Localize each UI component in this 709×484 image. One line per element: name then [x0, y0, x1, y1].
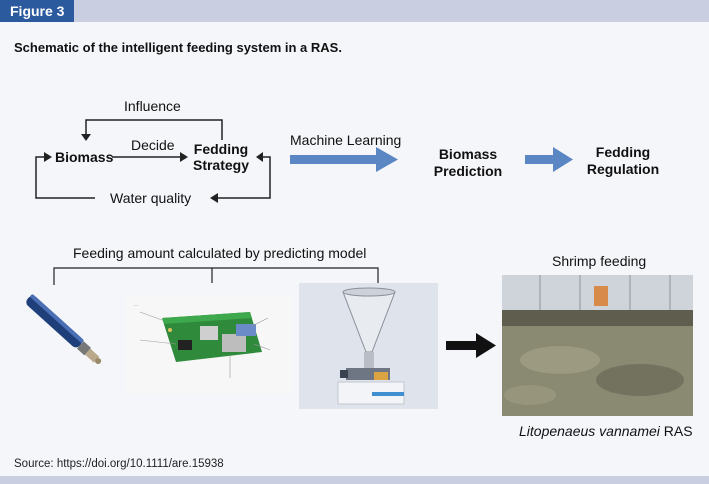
raspberry-pi-image: .... [126, 296, 292, 394]
devices-bracket [53, 267, 379, 285]
feeding-regulation-node: Fedding Regulation [582, 144, 664, 178]
machine-learning-arrow-head [376, 147, 398, 172]
biomass-prediction-node: Biomass Prediction [430, 146, 506, 180]
footer-bar [0, 476, 709, 484]
figure-label: Figure 3 [0, 0, 75, 22]
feeding-strategy-node: Fedding Strategy [190, 141, 252, 173]
to-shrimp-arrow-head [476, 333, 496, 358]
feeding-regulation-line-2: Regulation [586, 161, 660, 177]
influence-arrowhead [81, 134, 91, 141]
decide-arrowhead [180, 152, 188, 162]
machine-learning-label: Machine Learning [290, 132, 402, 148]
strategy-right-arrowhead [256, 152, 263, 162]
source-line: Source: https://doi.org/10.1111/are.1593… [14, 458, 224, 470]
shrimp-feeding-label: Shrimp feeding [552, 253, 647, 269]
photo-caption-suffix: RAS [659, 423, 693, 439]
feeding-strategy-line-2: Strategy [192, 157, 250, 173]
feeder-image [299, 283, 438, 409]
decide-label: Decide [131, 137, 175, 153]
feeding-strategy-line-1: Fedding [193, 141, 249, 157]
biomass-node: Biomass [55, 149, 114, 165]
feeding-regulation-line-1: Fedding [595, 144, 651, 160]
influence-label: Influence [124, 98, 181, 114]
biomass-prediction-line-2: Prediction [433, 163, 503, 179]
photo-caption: Litopenaeus vannamei RAS [519, 423, 693, 439]
machine-learning-arrow-shaft [290, 155, 376, 164]
water-quality-label: Water quality [110, 190, 192, 206]
figure-caption: Schematic of the intelligent feeding sys… [14, 40, 342, 55]
biomass-prediction-line-1: Biomass [438, 146, 498, 162]
shrimp-tank-photo [502, 275, 693, 416]
header-bar [0, 0, 709, 22]
influence-loop-arrow [85, 119, 223, 140]
to-shrimp-arrow-shaft [446, 341, 476, 350]
regulation-arrow-shaft [525, 155, 553, 164]
regulation-arrow-head [553, 147, 573, 172]
water-quality-right-loop [218, 156, 271, 199]
feeding-amount-label: Feeding amount calculated by predicting … [73, 245, 367, 261]
svg-text:....: .... [134, 302, 138, 307]
water-quality-left-loop [35, 156, 95, 199]
species-name: Litopenaeus vannamei [519, 423, 660, 439]
biomass-left-arrowhead [44, 152, 52, 162]
water-quality-arrowhead [210, 193, 218, 203]
sensor-probe-image [20, 294, 112, 365]
